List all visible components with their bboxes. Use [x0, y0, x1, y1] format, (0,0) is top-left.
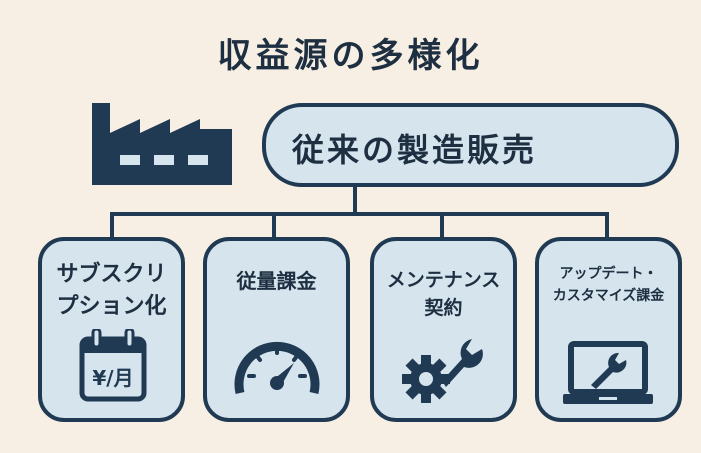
- label-line: 契約: [424, 296, 463, 319]
- maintenance-box: メンテナンス 契約: [370, 237, 517, 422]
- update-customize-label: アップデート・ カスタマイズ課金: [539, 263, 678, 308]
- traditional-sales-label: 従来の製造販売: [292, 131, 538, 169]
- label-line: カスタマイズ課金: [552, 288, 665, 305]
- calendar-text: ¥/月: [92, 366, 133, 390]
- usage-billing-label: 従量課金: [207, 267, 346, 296]
- label-line: サブスクリ: [56, 262, 167, 287]
- traditional-sales-node: 従来の製造販売: [262, 103, 679, 187]
- gauge-icon: [234, 341, 320, 395]
- label-line: プション化: [56, 293, 167, 319]
- label-line: メンテナンス: [386, 269, 501, 291]
- calendar-yen-icon: ¥/月: [79, 329, 147, 402]
- subscription-box: サブスクリ プション化 ¥/月: [38, 237, 185, 422]
- laptop-wrench-icon: [563, 341, 653, 404]
- usage-billing-box: 従量課金: [203, 237, 350, 422]
- label-line: 従量課金: [236, 269, 317, 293]
- maintenance-label: メンテナンス 契約: [374, 267, 513, 322]
- subscription-label: サブスクリ プション化: [42, 259, 181, 323]
- gear-wrench-icon: [402, 339, 483, 403]
- factory-icon: [92, 103, 232, 185]
- update-customize-box: アップデート・ カスタマイズ課金: [535, 237, 682, 422]
- label-line: アップデート・: [559, 266, 658, 282]
- page-title: 収益源の多様化: [217, 36, 484, 76]
